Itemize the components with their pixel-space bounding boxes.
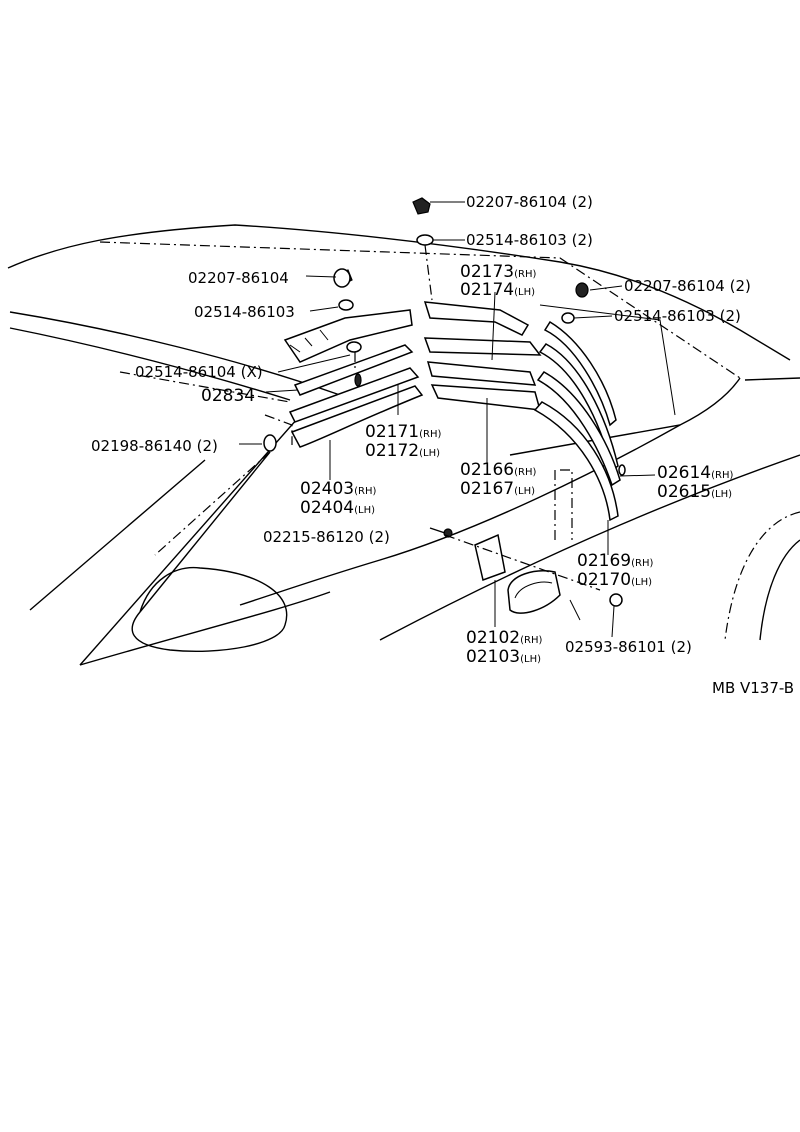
- label-02173: 02173(RH): [460, 262, 536, 282]
- label-02102: 02102(RH): [466, 628, 542, 648]
- label-02404: 02404(LH): [300, 498, 375, 518]
- label-02166: 02166(RH): [460, 460, 536, 480]
- label-02207-86104-top: 02207-86104 (2): [466, 193, 593, 211]
- label-02207-86104-right: 02207-86104 (2): [624, 277, 751, 295]
- left-trim-assembly: [263, 268, 424, 452]
- label-02167: 02167(LH): [460, 479, 535, 499]
- label-02514-86104: 02514-86104 (X): [135, 363, 263, 381]
- label-02215-86120: 02215-86120 (2): [263, 528, 390, 546]
- label-02169: 02169(RH): [577, 551, 653, 571]
- label-02514-86103-left: 02514-86103: [194, 303, 295, 321]
- label-02207-86104-left: 02207-86104: [188, 269, 289, 287]
- part-labels: 02207-86104 (2) 02514-86103 (2) 02173(RH…: [91, 193, 794, 697]
- car-body-outline: [7, 224, 800, 666]
- right-arc-trim-assembly: [533, 282, 626, 522]
- label-02614: 02614(RH): [657, 463, 733, 483]
- center-trim-assembly: [412, 197, 542, 411]
- door-handle-assembly: [429, 469, 623, 614]
- label-02615: 02615(LH): [657, 482, 732, 502]
- label-02174: 02174(LH): [460, 280, 535, 300]
- label-02403: 02403(RH): [300, 479, 376, 499]
- label-02514-86103-top: 02514-86103 (2): [466, 231, 593, 249]
- label-02834: 02834: [201, 386, 255, 406]
- label-02593-86101: 02593-86101 (2): [565, 638, 692, 656]
- label-02198-86140: 02198-86140 (2): [91, 437, 218, 455]
- label-02171: 02171(RH): [365, 422, 441, 442]
- figure-code: MB V137-B: [712, 679, 794, 697]
- label-02514-86103-right: 02514-86103 (2): [614, 307, 741, 325]
- label-02103: 02103(LH): [466, 647, 541, 667]
- label-02172: 02172(LH): [365, 441, 440, 461]
- leader-lines: [239, 201, 656, 638]
- label-02170: 02170(LH): [577, 570, 652, 590]
